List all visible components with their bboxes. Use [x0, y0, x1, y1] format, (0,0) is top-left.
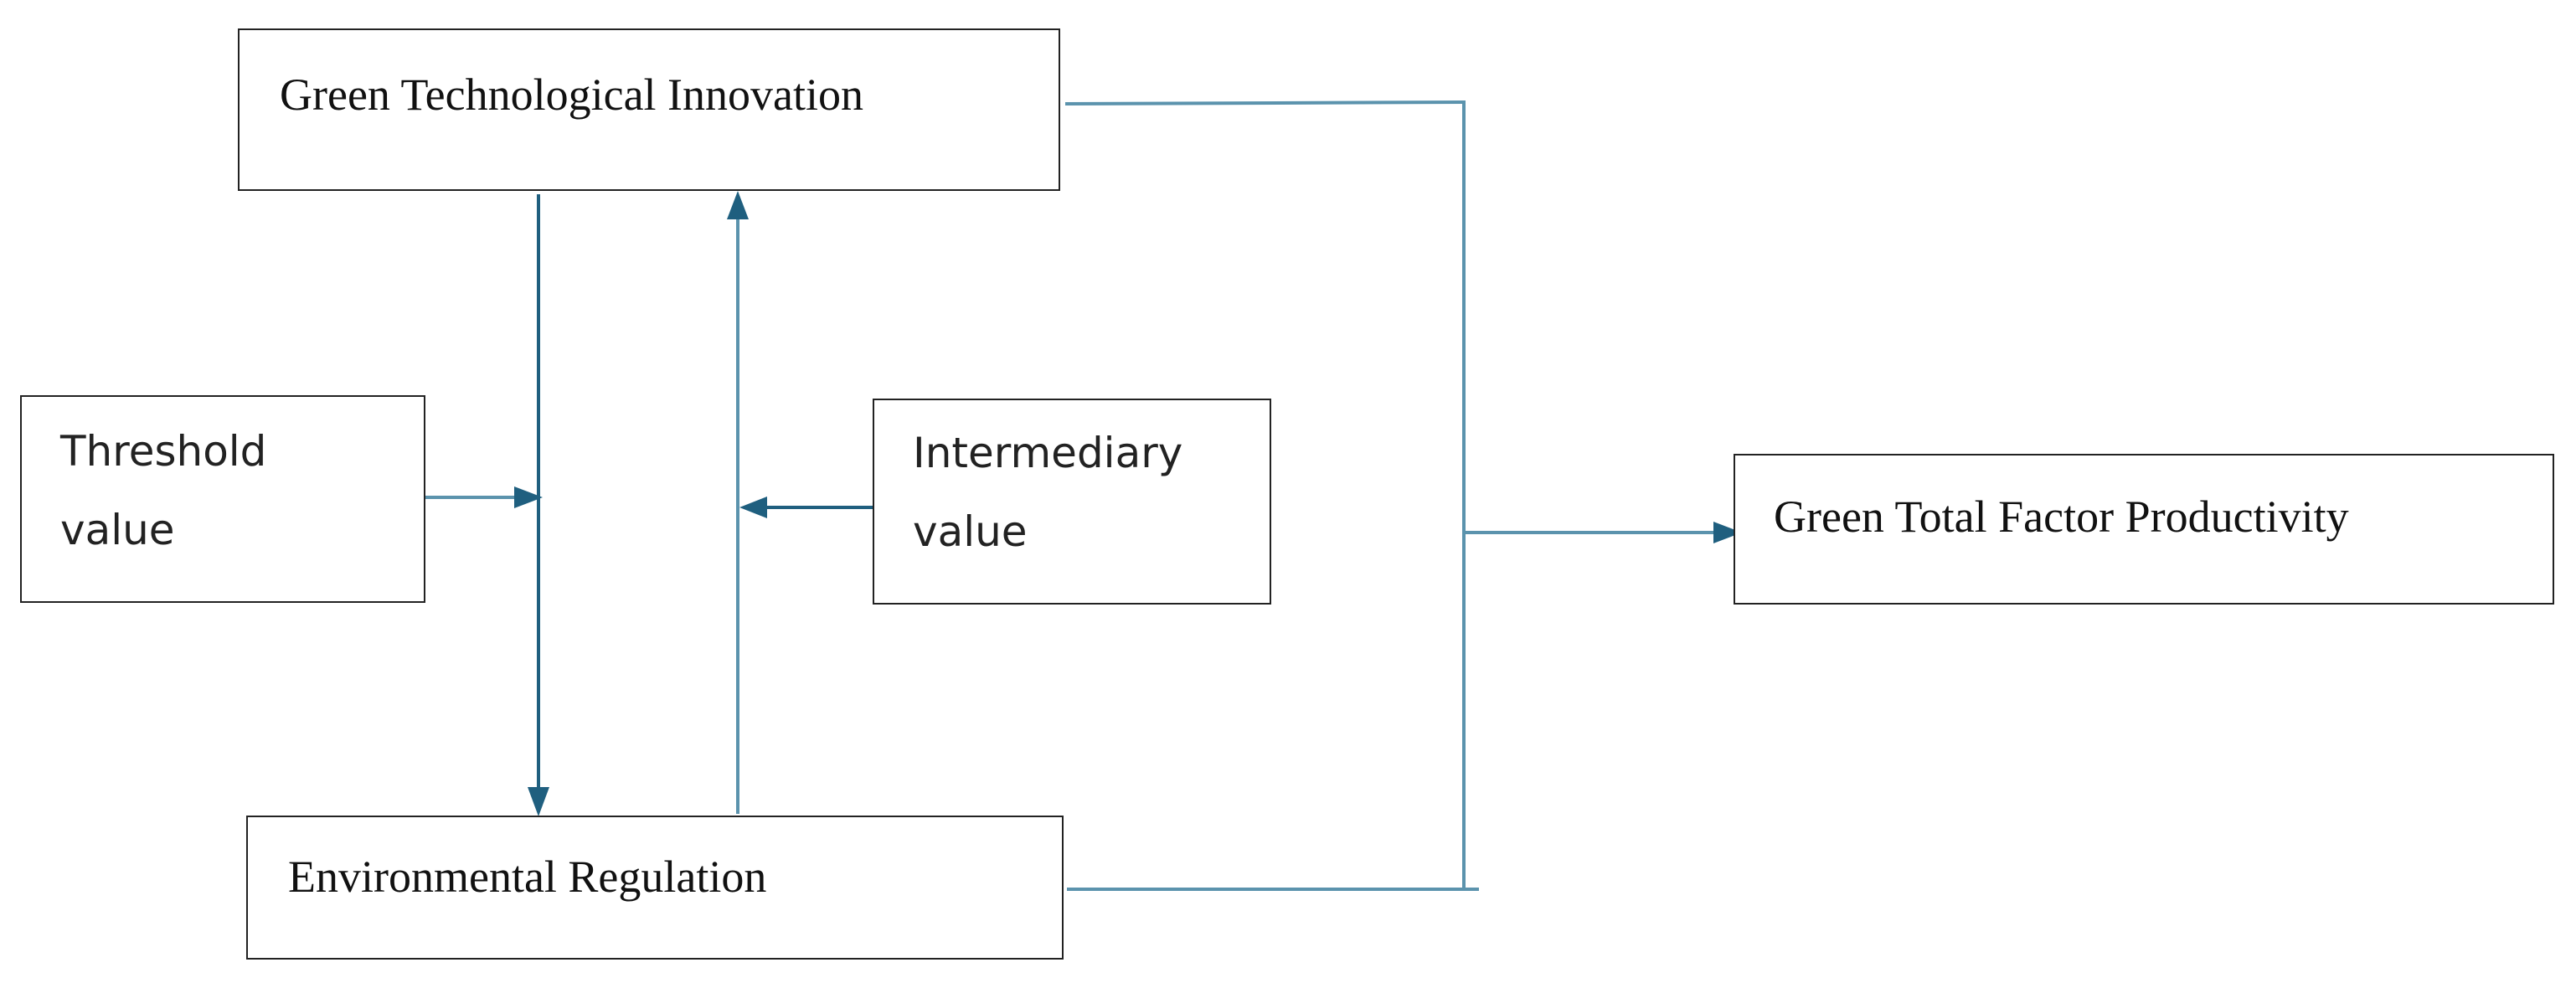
connector-gti-right — [1064, 100, 1466, 106]
node-intermediary-value: Intermediary value — [873, 399, 1271, 605]
node-label: Green Technological Innovation — [280, 69, 863, 120]
node-label-line2: value — [913, 507, 1028, 556]
node-label-line2: value — [60, 506, 175, 554]
node-label-line1: Intermediary — [913, 429, 1183, 477]
node-environmental-regulation: Environmental Regulation — [246, 816, 1064, 960]
arrowhead-up-gti — [727, 191, 749, 219]
node-green-technological-innovation: Green Technological Innovation — [238, 28, 1060, 191]
node-label: Green Total Factor Productivity — [1774, 492, 2349, 542]
node-label: Environmental Regulation — [288, 852, 767, 902]
node-threshold-value: Threshold value — [20, 395, 425, 603]
arrowhead-down-regulation — [528, 787, 549, 816]
node-green-total-factor-productivity: Green Total Factor Productivity — [1734, 454, 2554, 605]
arrowhead-gtfp — [1713, 522, 1742, 543]
arrowhead-intermediary — [739, 497, 767, 518]
node-label-line1: Threshold — [60, 427, 267, 476]
arrowhead-threshold — [514, 486, 543, 508]
